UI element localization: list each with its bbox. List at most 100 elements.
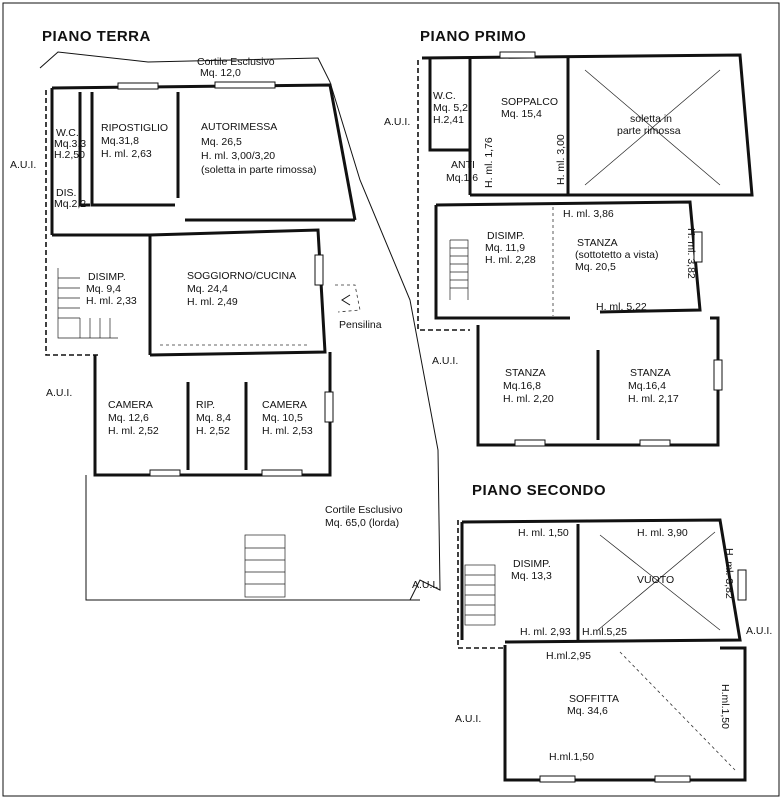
cortile-bottom-area: Mq. 65,0 (lorda) <box>325 517 400 529</box>
rip-height: H. 2,52 <box>196 425 230 437</box>
soletta-label: soletta in <box>630 113 673 125</box>
stanza2-label: STANZA <box>630 367 671 379</box>
camera1-height: H. ml. 2,52 <box>108 425 159 437</box>
camera1-area: Mq. 12,6 <box>108 412 149 424</box>
aui-bottom-label: A.U.I. <box>412 579 439 591</box>
soggiorno-label: SOGGIORNO/CUCINA <box>187 270 297 282</box>
window <box>499 51 536 59</box>
window <box>737 569 747 601</box>
soppalco-label: SOPPALCO <box>501 96 558 108</box>
soppalco-area: Mq. 15,4 <box>501 108 542 120</box>
wall-ripostiglio <box>90 92 175 207</box>
vuoto-label: VUOTO <box>637 574 675 586</box>
piano-primo-title: PIANO PRIMO <box>420 28 527 45</box>
wall-anti <box>428 58 470 152</box>
wall-disimp-primo <box>434 205 570 320</box>
wc-area: Mq.3,3 <box>54 138 87 150</box>
stanza-big-note: (sottotetto a vista) <box>575 249 659 261</box>
wc-height: H.2,50 <box>54 149 85 161</box>
cortile-boundary-top <box>39 51 441 601</box>
dis-label: DIS. <box>56 187 77 199</box>
dim-150-top: H. ml. 1,50 <box>518 527 569 539</box>
wc-label: W.C. <box>56 127 79 139</box>
stairs-secondo <box>464 564 496 626</box>
anti-label: ANTI <box>451 159 475 171</box>
window <box>654 775 691 783</box>
soggiorno-area: Mq. 24,4 <box>187 283 228 295</box>
disimp-height: H. ml. 2,33 <box>86 295 137 307</box>
window <box>639 439 671 447</box>
camera2-height: H. ml. 2,53 <box>262 425 313 437</box>
dim-150-vert: H.ml.1,50 <box>719 684 731 729</box>
pensilina-arrow <box>341 294 351 306</box>
cortile-bottom-label: Cortile Esclusivo <box>325 504 403 516</box>
aui-line-primo <box>417 60 470 331</box>
disimp-primo-area: Mq. 11,9 <box>485 242 526 254</box>
dim-382-secondo: H. ml. 3,82 <box>723 548 735 599</box>
cortile-top-label: Cortile Esclusivo <box>197 56 275 68</box>
stairs-terra <box>57 268 118 339</box>
window <box>117 82 159 90</box>
soletta-cross <box>584 69 721 186</box>
window <box>314 254 324 286</box>
disimp-primo-label: DISIMP. <box>487 230 525 242</box>
piano-terra-plan <box>39 51 441 601</box>
stanza-big-area: Mq. 20,5 <box>575 261 616 273</box>
aui-lower-label: A.U.I. <box>46 387 73 399</box>
wc-primo-height: H.2,41 <box>433 114 464 126</box>
ripostiglio-height: H. ml. 2,63 <box>101 148 152 160</box>
anti-area: Mq.1,6 <box>446 172 479 184</box>
dim-300: H. ml. 3,00 <box>555 134 567 185</box>
cortile-boundary-bottom <box>85 475 420 601</box>
dim-293: H. ml. 2,93 <box>520 626 571 638</box>
dim-295: H.ml.2,95 <box>546 650 591 662</box>
window <box>514 439 546 447</box>
dim-176: H. ml. 1,76 <box>483 137 495 188</box>
window <box>539 775 576 783</box>
dim-525: H.ml.5,25 <box>582 626 627 638</box>
wc-primo-label: W.C. <box>433 90 456 102</box>
window <box>261 469 303 477</box>
exterior-steps <box>244 534 286 598</box>
stanza2-area: Mq.16,4 <box>628 380 666 392</box>
camera2-label: CAMERA <box>262 399 307 411</box>
pensilina-label: Pensilina <box>339 319 382 331</box>
ripostiglio-label: RIPOSTIGLIO <box>101 122 169 134</box>
camera1-label: CAMERA <box>108 399 153 411</box>
autorimessa-area: Mq. 26,5 <box>201 136 242 148</box>
stanza1-area: Mq.16,8 <box>503 380 541 392</box>
piano-terra-title: PIANO TERRA <box>42 28 151 45</box>
window <box>149 469 181 477</box>
piano-primo-plan <box>417 51 754 447</box>
window <box>214 81 276 89</box>
dim-150-bottom: H.ml.1,50 <box>549 751 594 763</box>
camera2-area: Mq. 10,5 <box>262 412 303 424</box>
aui-line-secondo <box>457 520 505 649</box>
dim-522: H. ml. 5,22 <box>596 301 647 313</box>
dim-382-primo: H. ml. 3,82 <box>685 228 697 279</box>
dis-area: Mq.2,2 <box>54 198 87 210</box>
piano-secondo-plan <box>457 518 747 783</box>
stanza1-height: H. ml. 2,20 <box>503 393 554 405</box>
disimp-primo-height: H. ml. 2,28 <box>485 254 536 266</box>
stanza-big-label: STANZA <box>577 237 618 249</box>
soletta-label-2: parte rimossa <box>617 125 681 137</box>
wall-soggiorno <box>149 228 327 357</box>
wall-disimp-vuoto <box>461 518 742 644</box>
wall-soppalco <box>421 53 754 197</box>
stanza1-label: STANZA <box>505 367 546 379</box>
autorimessa-label: AUTORIMESSA <box>201 121 278 133</box>
disimp-secondo-area: Mq. 13,3 <box>511 570 552 582</box>
dim-390: H. ml. 3,90 <box>637 527 688 539</box>
aui-secondo-right: A.U.I. <box>746 625 773 637</box>
aui-secondo-left: A.U.I. <box>455 713 482 725</box>
window <box>713 359 723 391</box>
wall-wc <box>78 92 90 207</box>
window <box>693 231 703 263</box>
dim-386: H. ml. 3,86 <box>563 208 614 220</box>
autorimessa-note: (soletta in parte rimossa) <box>201 164 317 176</box>
pensilina-box <box>335 284 361 313</box>
disimp-area: Mq. 9,4 <box>86 283 122 295</box>
